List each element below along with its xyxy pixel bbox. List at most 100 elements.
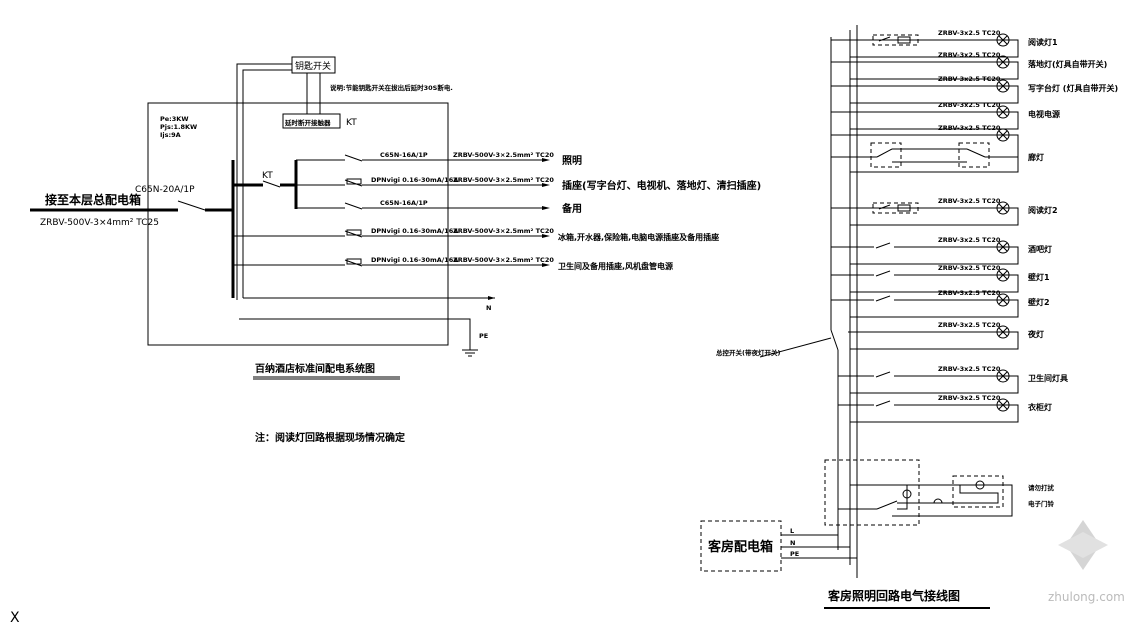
lamp-icon bbox=[996, 325, 1010, 339]
dnd-box bbox=[952, 475, 1004, 508]
dnd-lamp-icon bbox=[975, 480, 985, 490]
branch-circuit: DPNvigi 0.16-30mA/16AZRBV-500V-3×2.5mm² … bbox=[233, 256, 673, 271]
load-ijs: Ijs:9A bbox=[160, 131, 181, 139]
delay-relay-label: 延时断开接触器 bbox=[284, 118, 331, 127]
main-breaker-label: C65N-20A/1P bbox=[135, 185, 195, 195]
circuit-label: 落地灯(灯具自带开关) bbox=[1028, 59, 1107, 69]
branch-load-label: 冰箱,开水器,保险箱,电脑电源插座及备用插座 bbox=[558, 232, 719, 242]
dimmer-switch-icon bbox=[872, 34, 919, 46]
dimmer-switch-icon bbox=[872, 202, 919, 214]
branch-cable-label: ZRBV-500V-3×2.5mm² TC20 bbox=[453, 256, 554, 264]
branch-breaker-label: C65N-16A/1P bbox=[380, 151, 428, 159]
breaker-symbol bbox=[344, 179, 363, 187]
cursor-icon: X bbox=[10, 610, 20, 625]
lamp-icon bbox=[996, 128, 1010, 142]
lighting-circuit: ZRBV-3x2.5 TC20 电视电源 bbox=[831, 101, 1060, 130]
wire-n-label: N bbox=[790, 539, 795, 547]
feed-label: 接至本层总配电箱 bbox=[45, 192, 141, 207]
lamp-icon bbox=[996, 79, 1010, 93]
lighting-circuit: ZRBV-3x2.5 TC20 卫生间灯具 bbox=[838, 365, 1068, 394]
left-diagram-title: 百纳酒店标准间配电系统图 bbox=[255, 362, 375, 375]
arrow-icon bbox=[542, 234, 550, 238]
circuit-cable-label: ZRBV-3x2.5 TC20 bbox=[938, 124, 1001, 132]
key-switch-note: 说明:节能钥匙开关在拔出后延时30S断电. bbox=[330, 83, 453, 92]
room-lighting-wiring-diagram: 总控开关(带夜灯开关) ZRBV-3x2.5 TC20阅读灯1ZRBV-3x2.… bbox=[700, 25, 1118, 609]
circuit-label: 阅读灯1 bbox=[1028, 37, 1058, 47]
branch-load-label: 插座(写字台灯、电视机、落地灯、清扫插座) bbox=[562, 179, 761, 192]
branch-cable-label: ZRBV-500V-3×2.5mm² TC20 bbox=[453, 227, 554, 235]
branch-circuit: DPNvigi 0.16-30mA/16AZRBV-500V-3×2.5mm² … bbox=[296, 176, 761, 192]
circuit-cable-label: ZRBV-3x2.5 TC20 bbox=[938, 29, 1001, 37]
switch-icon bbox=[875, 242, 891, 249]
circuit-label: 阅读灯2 bbox=[1028, 205, 1058, 215]
circuit-cable-label: ZRBV-3x2.5 TC20 bbox=[938, 321, 1001, 329]
breaker-symbol bbox=[344, 154, 363, 162]
relay-tag: KT bbox=[346, 118, 357, 128]
load-pe: Pe:3KW bbox=[160, 115, 189, 123]
breaker-symbol bbox=[344, 259, 363, 267]
circuit-label: 卫生间灯具 bbox=[1028, 373, 1068, 383]
key-switch-box bbox=[291, 56, 336, 74]
lamp-icon bbox=[996, 293, 1010, 307]
right-diagram-title: 客房照明回路电气接线图 bbox=[827, 588, 960, 603]
lamp-icon bbox=[996, 201, 1010, 215]
master-switch-label: 总控开关(带夜灯开关) bbox=[716, 348, 780, 357]
distribution-box-outline bbox=[147, 102, 449, 346]
wire-l-label: L bbox=[790, 527, 794, 535]
circuit-cable-label: ZRBV-3x2.5 TC20 bbox=[938, 236, 1001, 244]
branch-breaker-label: DPNvigi 0.16-30mA/16A bbox=[371, 227, 458, 235]
lighting-circuit: ZRBV-3x2.5 TC20 阅读灯2 bbox=[831, 197, 1058, 226]
branch-cable-label: ZRBV-500V-3×2.5mm² TC20 bbox=[453, 151, 554, 159]
circuit-label: 壁灯1 bbox=[1028, 272, 1050, 282]
wire-pe-label: PE bbox=[790, 550, 799, 558]
master-switch-symbol bbox=[830, 329, 839, 351]
circuit-label: 电视电源 bbox=[1028, 109, 1060, 119]
two-way-switch-icon bbox=[870, 142, 902, 168]
lighting-circuit: ZRBV-3x2.5 TC20 阅读灯1 bbox=[831, 29, 1058, 58]
circuit-cable-label: ZRBV-3x2.5 TC20 bbox=[938, 289, 1001, 297]
room-panel-label: 客房配电箱 bbox=[708, 539, 773, 555]
branch-cable-label: ZRBV-500V-3×2.5mm² TC20 bbox=[453, 176, 554, 184]
kt-contact-label: KT bbox=[262, 171, 273, 181]
arrow-icon bbox=[542, 183, 550, 187]
pe-label: PE bbox=[479, 332, 488, 340]
watermark-text: zhulong.com bbox=[1048, 590, 1125, 604]
lamp-icon bbox=[996, 240, 1010, 254]
circuit-cable-label: ZRBV-3x2.5 TC20 bbox=[938, 197, 1001, 205]
circuit-label: 廊灯 bbox=[1028, 152, 1044, 162]
rcd-symbol bbox=[346, 178, 362, 185]
zhulong-logo bbox=[1058, 520, 1108, 570]
lighting-circuit: ZRBV-3x2.5 TC20 壁灯2 bbox=[831, 289, 1050, 318]
indicator-lamp-icon bbox=[902, 489, 912, 499]
branch-load-label: 备用 bbox=[561, 202, 582, 215]
arrow-icon bbox=[542, 206, 550, 210]
lighting-circuit: ZRBV-3x2.5 TC20 酒吧灯 bbox=[831, 236, 1052, 265]
main-breaker-symbol bbox=[177, 200, 206, 211]
branch-breaker-label: DPNvigi 0.16-30mA/16A bbox=[371, 176, 458, 184]
circuit-cable-label: ZRBV-3x2.5 TC20 bbox=[938, 394, 1001, 402]
ground-icon bbox=[462, 349, 478, 357]
breaker-symbol bbox=[344, 230, 363, 238]
lighting-circuit: ZRBV-3x2.5 TC20 落地灯(灯具自带开关) bbox=[831, 51, 1107, 80]
branch-load-label: 卫生间及备用插座,风机盘管电源 bbox=[558, 261, 673, 271]
lamp-icon bbox=[996, 398, 1010, 412]
circuit-cable-label: ZRBV-3x2.5 TC20 bbox=[938, 75, 1001, 83]
circuit-label: 壁灯2 bbox=[1028, 297, 1050, 307]
lamp-icon bbox=[996, 55, 1010, 69]
neutral-wire bbox=[242, 69, 292, 298]
delay-relay-box bbox=[282, 113, 341, 129]
hotel-room-distribution-system: Pe:3KW Pjs:1.8KW Ijs:9A 接至本层总配电箱 ZRBV-50… bbox=[30, 56, 761, 444]
lighting-circuit: ZRBV-3x2.5 TC20 廊灯 bbox=[831, 124, 1044, 173]
load-pjs: Pjs:1.8KW bbox=[160, 123, 197, 131]
branch-load-label: 照明 bbox=[562, 155, 582, 167]
circuit-cable-label: ZRBV-3x2.5 TC20 bbox=[938, 365, 1001, 373]
circuit-label: 酒吧灯 bbox=[1028, 244, 1052, 254]
rcd-symbol bbox=[346, 229, 362, 236]
branch-breaker-label: C65N-16A/1P bbox=[380, 199, 428, 207]
lamp-icon bbox=[996, 369, 1010, 383]
